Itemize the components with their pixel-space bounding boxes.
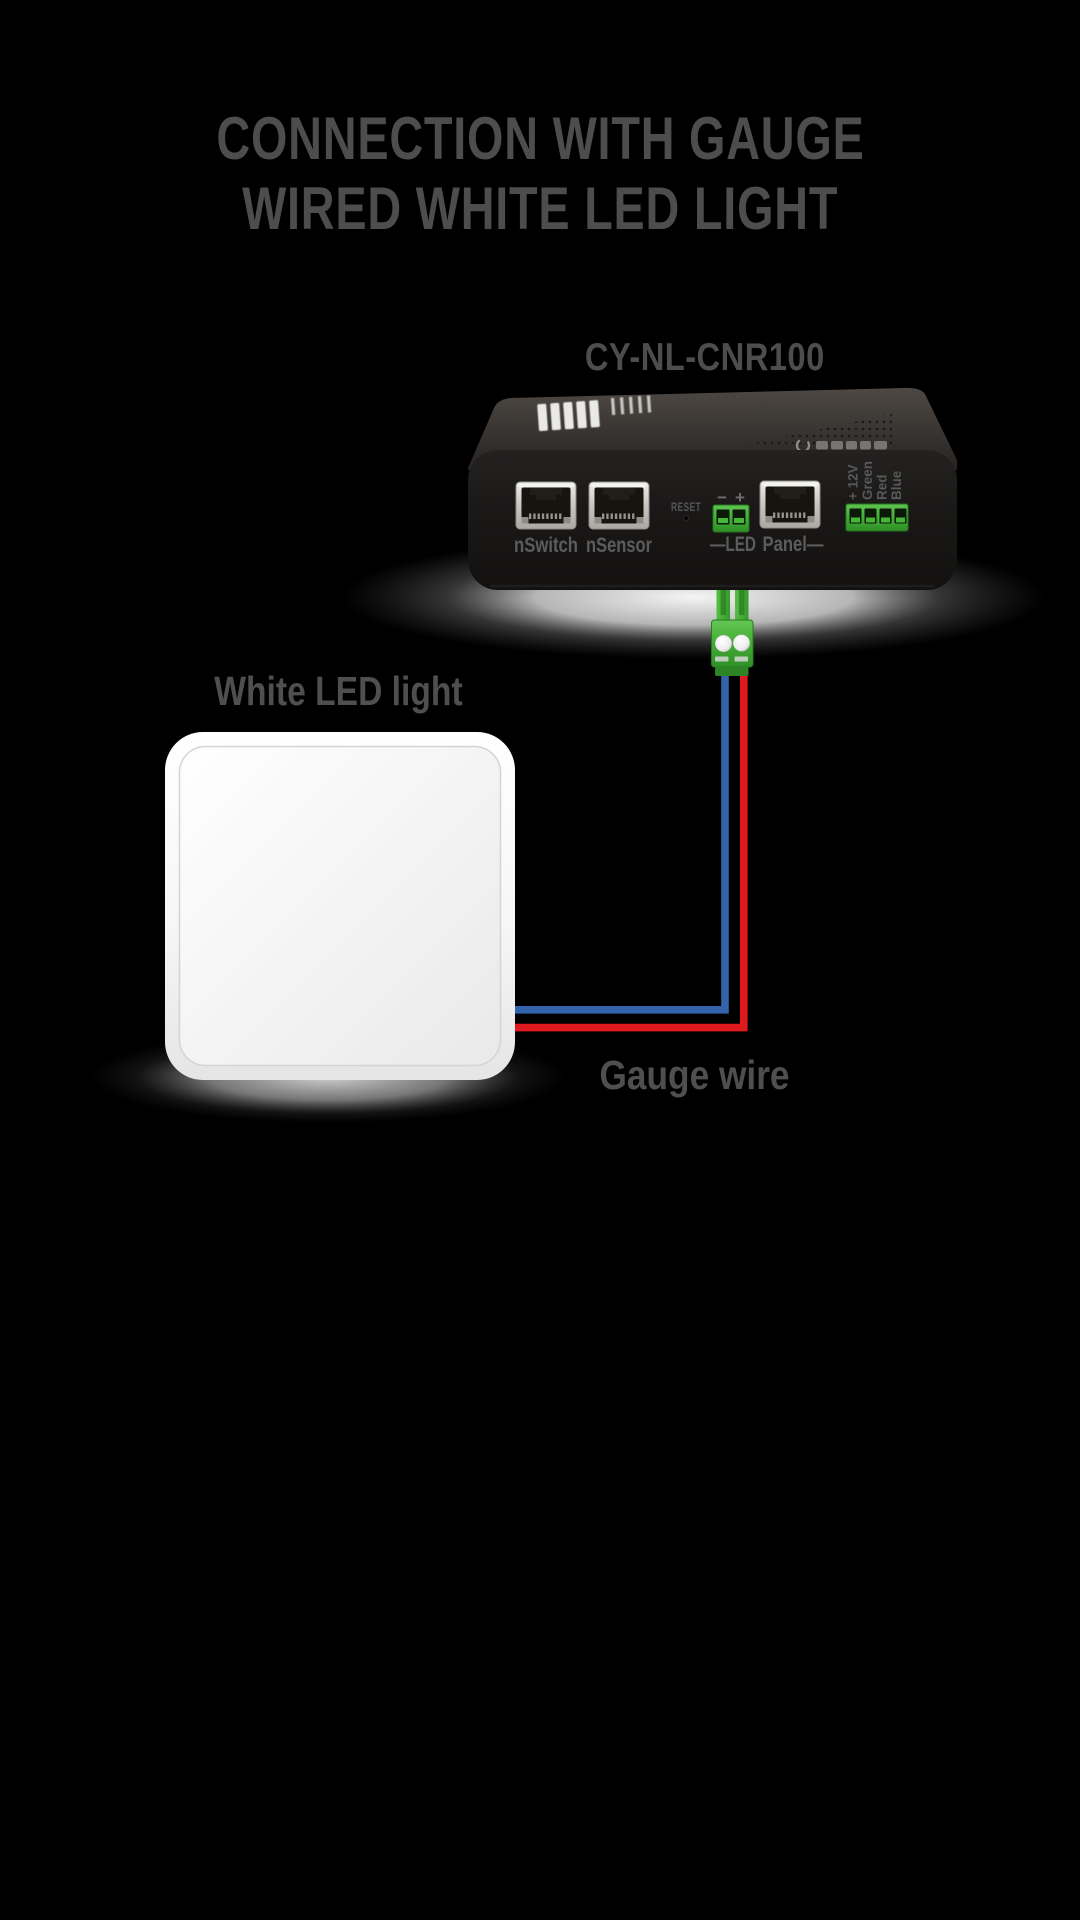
connector-bottom-lip — [715, 667, 749, 676]
led-connector-plug — [711, 619, 754, 676]
led-terminal-block: − + — [712, 488, 750, 533]
white-led-light-label: White LED light — [213, 668, 463, 714]
device-model-label: CY-NL-CNR100 — [585, 336, 825, 379]
reset-hole — [683, 515, 690, 522]
terminal-label-red: Red — [875, 474, 890, 500]
white-led-panel — [165, 732, 515, 1080]
led-port-label: —LED — [710, 533, 756, 556]
panel-face — [178, 745, 502, 1067]
port-label-nsensor: nSensor — [586, 534, 652, 557]
led-connector-pins — [716, 585, 749, 622]
rj45-port-panel — [759, 480, 821, 529]
device-top-label — [537, 395, 652, 432]
rj45-port-nswitch — [515, 481, 577, 530]
terminal-label-green: Green — [860, 461, 875, 500]
connector-screw-left — [714, 634, 733, 653]
port-label-nswitch: nSwitch — [514, 534, 578, 557]
diagram-title: CONNECTION WITH GAUGE WIRED WHITE LED LI… — [0, 104, 1080, 244]
title-line-2: WIRED WHITE LED LIGHT — [241, 175, 839, 242]
terminal-label-12v: + 12V — [846, 464, 861, 500]
controller-device: nSwitch nSensor RESET − + —LED Panel— + … — [468, 387, 957, 622]
led-terminal-plus-label: + — [735, 488, 745, 507]
rj45-port-nsensor — [588, 481, 650, 530]
wire-negative-blue — [511, 672, 729, 1014]
connector-screw-right — [732, 634, 751, 652]
reset-label: RESET — [671, 500, 701, 514]
panel-port-label: Panel— — [763, 533, 824, 556]
output-terminal-block: + 12V Green Red Blue — [845, 461, 909, 532]
led-terminal-minus-label: − — [717, 488, 727, 507]
wire-positive-red — [511, 672, 748, 1032]
terminal-label-blue: Blue — [889, 470, 904, 500]
brand-logo-icon — [750, 414, 892, 453]
gauge-wire-label: Gauge wire — [599, 1052, 791, 1098]
title-line-1: CONNECTION WITH GAUGE — [215, 105, 865, 172]
